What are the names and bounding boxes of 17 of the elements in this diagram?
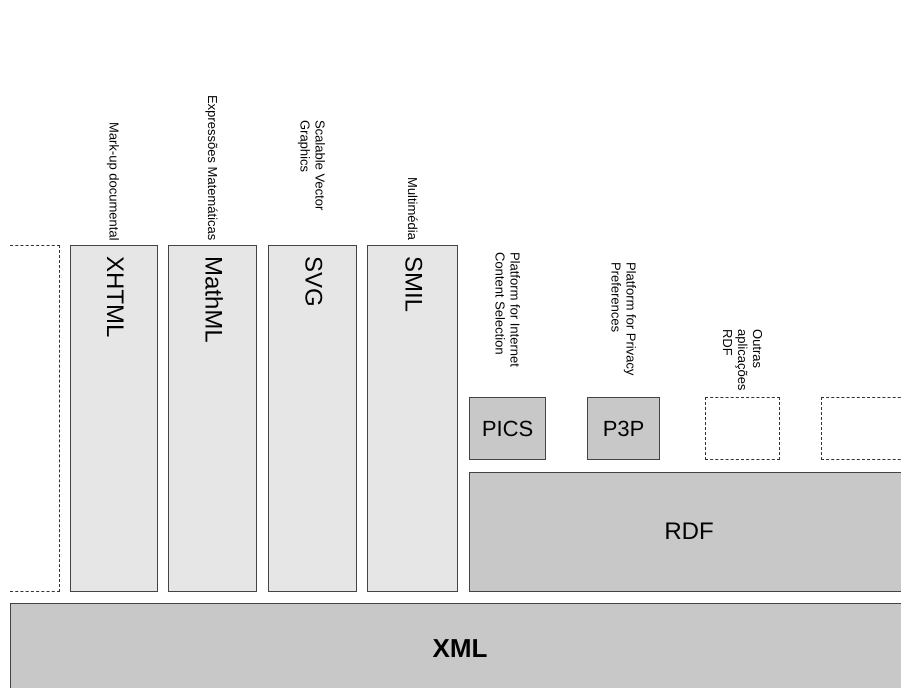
layer-caption: Scalable Vector Graphics — [298, 120, 328, 212]
layer-label: XML — [432, 632, 488, 664]
layer-label: MathML — [198, 255, 228, 343]
layer-caption: Outras aplicações RDF — [720, 328, 765, 390]
layer-caption: Expressões Matemáticas — [205, 94, 220, 240]
layer-caption: Platform for Privacy Preferences — [608, 262, 638, 378]
layer-label: SVG — [298, 255, 328, 307]
layer-caption: Platform for Internet Content Selection — [492, 252, 522, 369]
layer-label: SMIL — [398, 255, 428, 312]
layer-caption: Multimédia — [405, 177, 420, 240]
layer-caption: Mark-up documental — [106, 122, 122, 240]
layer-label: XHTML — [100, 255, 129, 338]
layer-label: RDF — [664, 517, 714, 547]
dashed-box — [10, 245, 60, 592]
dashed-box — [821, 397, 901, 460]
layer-label: P3P — [602, 415, 644, 443]
layer-label: PICS — [482, 415, 534, 443]
